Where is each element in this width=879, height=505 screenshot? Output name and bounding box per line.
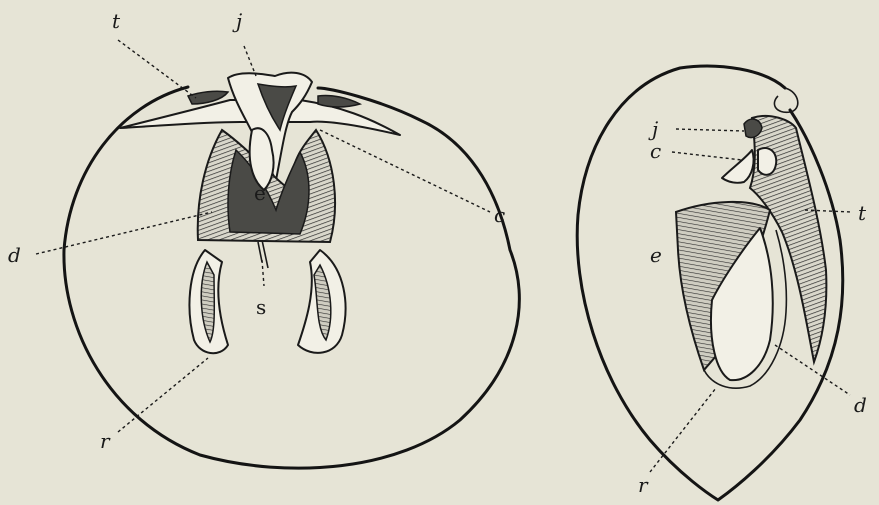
leader-left-d bbox=[36, 212, 212, 254]
right-node bbox=[758, 148, 776, 175]
label-right-d: d bbox=[854, 393, 867, 417]
leader-right-r bbox=[650, 388, 716, 472]
label-left-e: e bbox=[254, 181, 266, 205]
left-diagram: t j c d e s r bbox=[8, 9, 519, 468]
left-stalk bbox=[258, 240, 268, 268]
right-hook bbox=[722, 150, 754, 183]
label-right-e: e bbox=[650, 243, 662, 267]
label-left-t: t bbox=[112, 9, 121, 33]
label-right-j: j bbox=[648, 117, 658, 141]
left-wing-detail-right bbox=[318, 95, 360, 107]
right-top-notch bbox=[774, 88, 797, 112]
label-left-r: r bbox=[100, 429, 111, 453]
leader-left-c bbox=[320, 130, 490, 212]
label-left-s: s bbox=[256, 295, 266, 319]
leader-right-j bbox=[676, 129, 744, 131]
label-right-c: c bbox=[650, 139, 661, 163]
leader-right-c bbox=[672, 152, 742, 160]
label-left-c: c bbox=[494, 203, 505, 227]
right-diagram: j c t e d r bbox=[577, 66, 867, 500]
label-right-r: r bbox=[638, 473, 649, 497]
leader-left-r bbox=[118, 358, 208, 432]
left-outline bbox=[64, 87, 519, 468]
label-left-j: j bbox=[232, 9, 242, 33]
label-right-t: t bbox=[858, 201, 867, 225]
label-left-d: d bbox=[8, 243, 21, 267]
leader-left-j bbox=[244, 46, 256, 76]
leader-left-s bbox=[262, 260, 264, 286]
